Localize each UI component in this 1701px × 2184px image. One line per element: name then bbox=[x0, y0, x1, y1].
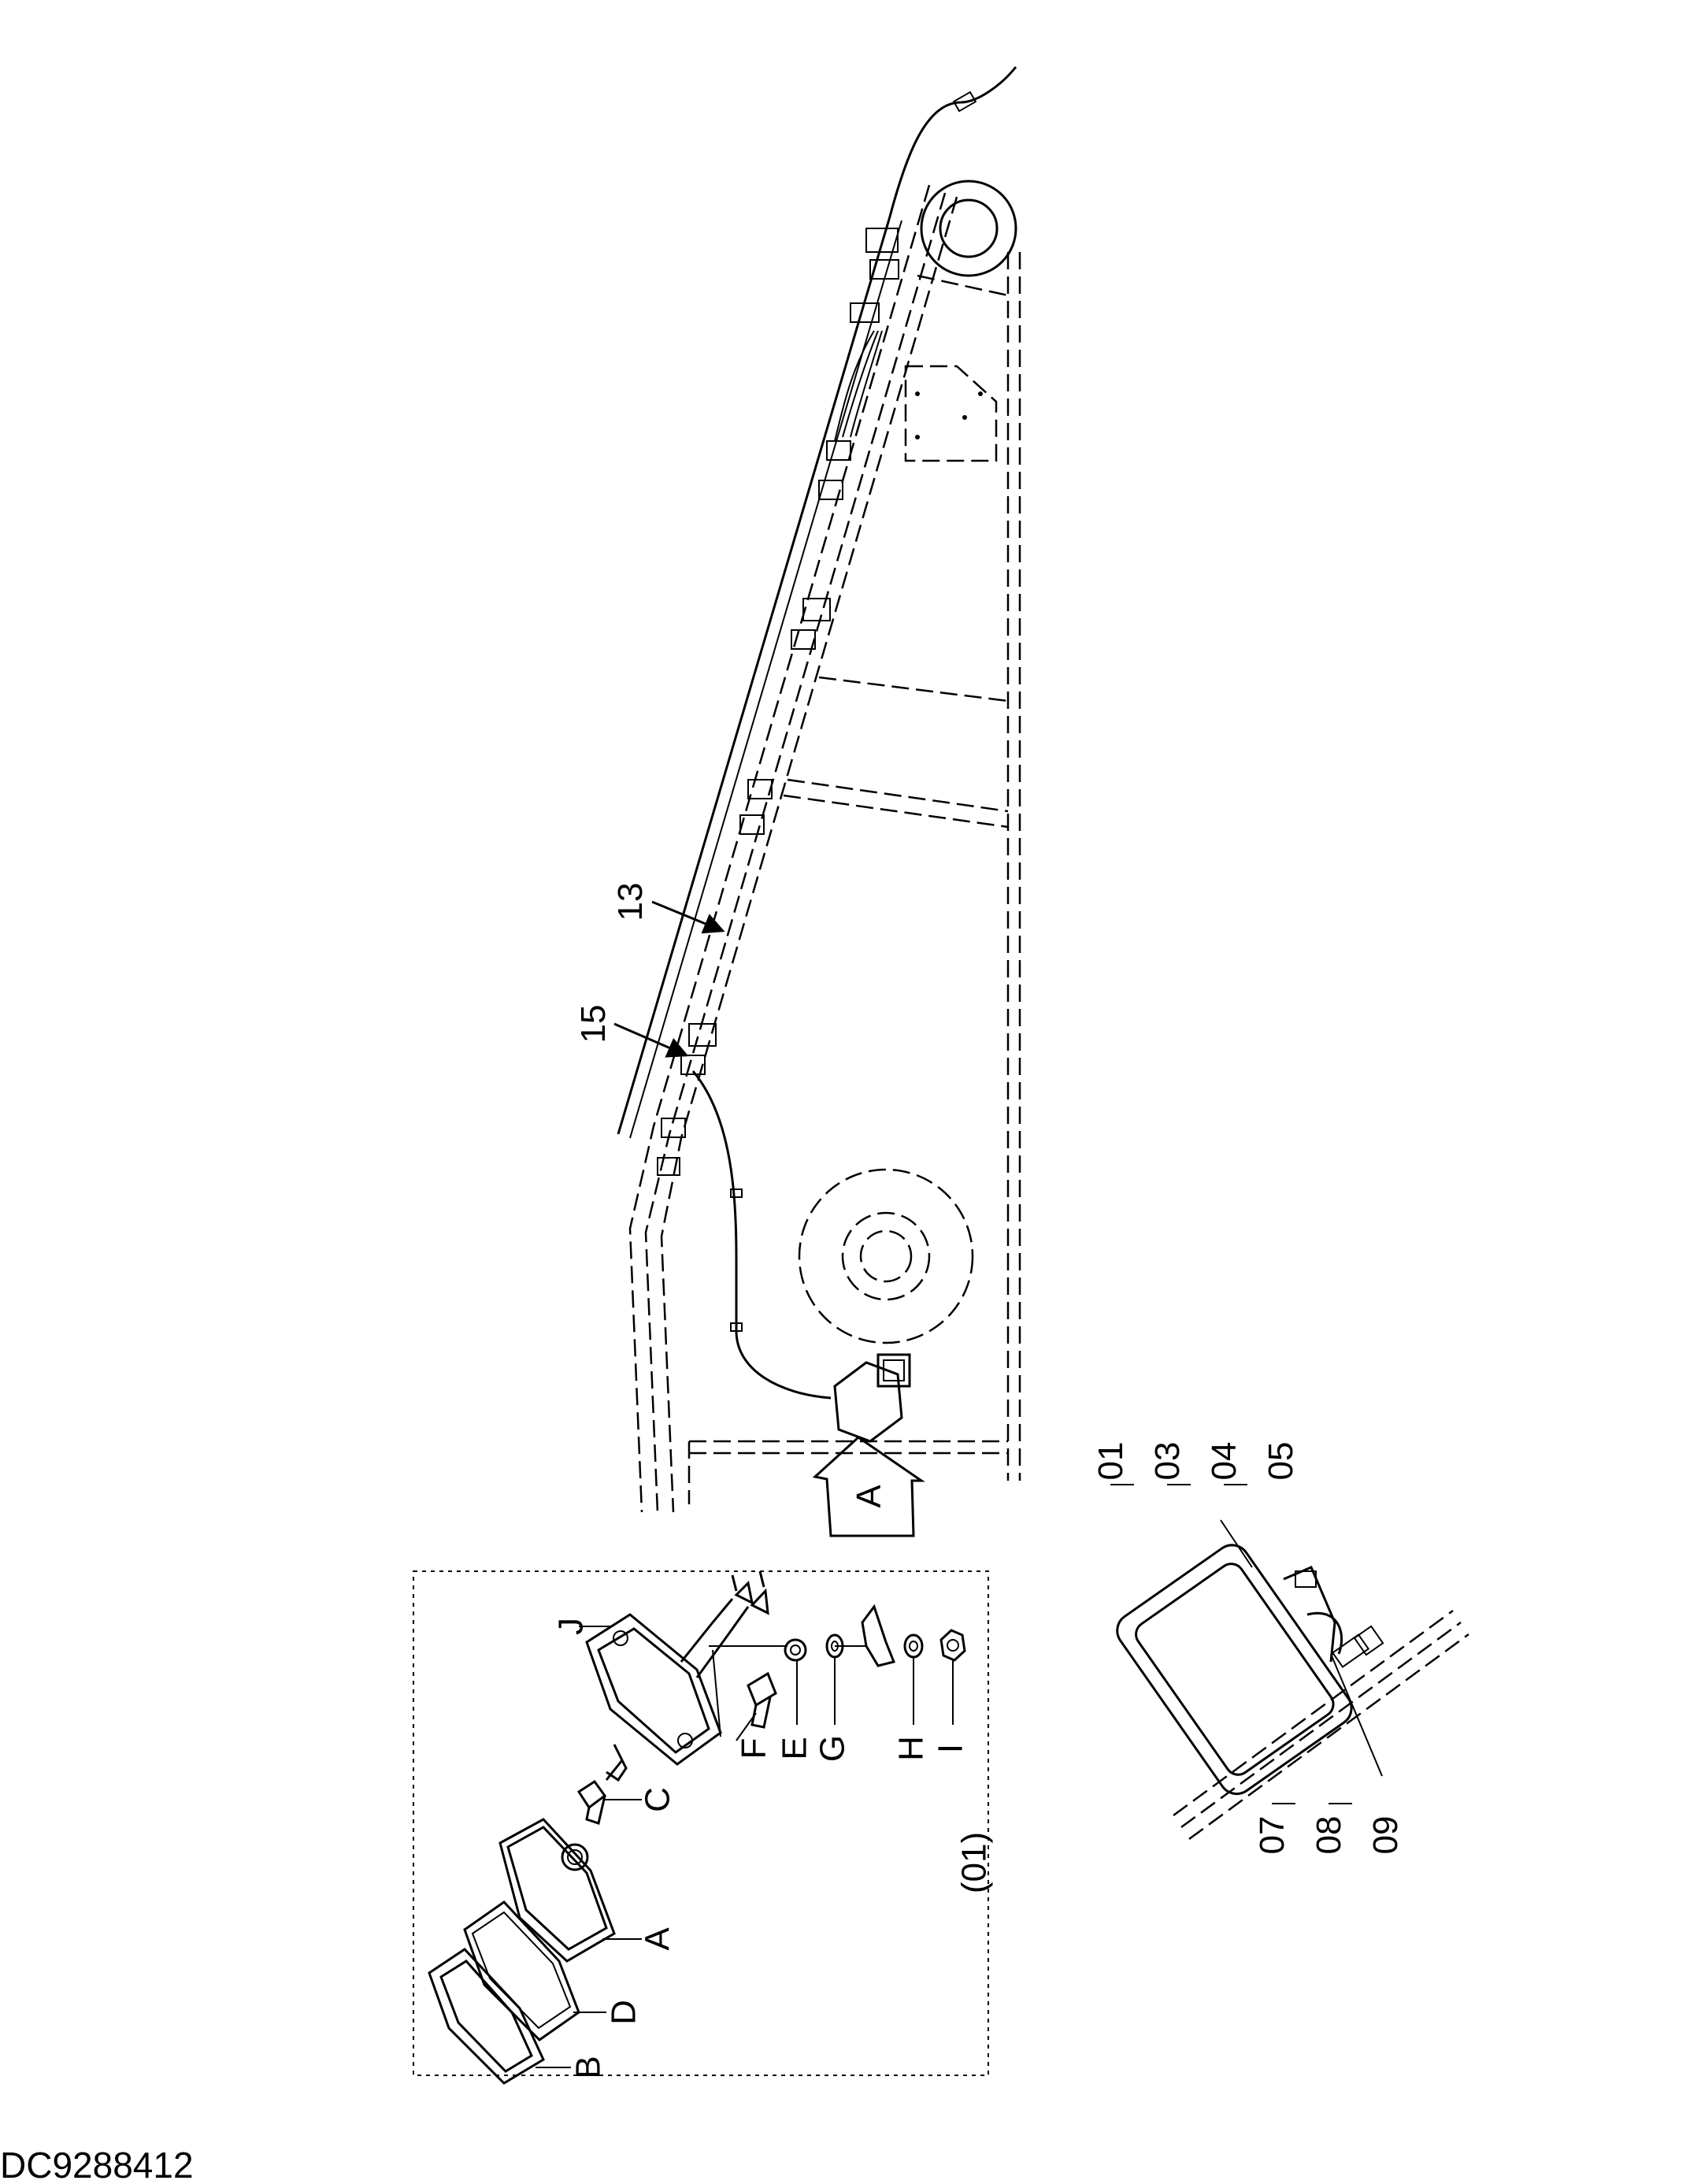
boom-upper-chord-inner bbox=[644, 192, 947, 1513]
label-b: B bbox=[569, 2056, 608, 2078]
view-a-top-labels: 01 03 04 05 bbox=[1091, 1442, 1300, 1485]
callout-15: 15 bbox=[574, 1005, 689, 1058]
part-d-gasket bbox=[463, 1900, 580, 2041]
view-a-lamp bbox=[1116, 1544, 1384, 1796]
label-04: 04 bbox=[1205, 1442, 1243, 1481]
callout-15-label: 15 bbox=[574, 1005, 613, 1044]
label-05: 05 bbox=[1262, 1442, 1300, 1481]
label-f: F bbox=[735, 1738, 773, 1759]
lamp-exploded-detail: J F E G H I C A D B (01) bbox=[413, 1570, 994, 2085]
callout-13-label: 13 bbox=[611, 883, 650, 921]
boom-upper-chord bbox=[628, 184, 931, 1513]
part-e-washer bbox=[784, 1638, 807, 1662]
boom-foot-pin bbox=[798, 1168, 974, 1344]
harness-clamps bbox=[657, 228, 899, 1176]
label-d: D bbox=[605, 2000, 643, 2025]
label-08: 08 bbox=[1310, 1816, 1348, 1855]
label-07: 07 bbox=[1253, 1816, 1292, 1855]
label-g: G bbox=[813, 1735, 852, 1762]
label-j: J bbox=[552, 1618, 591, 1635]
part-a-lens bbox=[498, 1818, 616, 1963]
part-h-washer bbox=[903, 1633, 924, 1659]
boom-assembly-view: 13 15 A bbox=[574, 66, 1021, 1537]
callout-13: 13 bbox=[611, 883, 725, 934]
boom-cross-brace bbox=[818, 676, 1009, 703]
assembly-label-01: (01) bbox=[955, 1832, 994, 1893]
label-09: 09 bbox=[1366, 1816, 1405, 1855]
work-lamp-main bbox=[833, 1353, 911, 1443]
label-c: C bbox=[639, 1787, 677, 1812]
view-a-arrow-label: A bbox=[850, 1485, 888, 1508]
view-a-bottom-labels: 07 08 09 bbox=[1253, 1803, 1405, 1855]
view-a-detail: 01 03 04 05 07 08 09 bbox=[1091, 1442, 1469, 1855]
label-03: 03 bbox=[1148, 1442, 1187, 1481]
label-h: H bbox=[892, 1736, 931, 1761]
part-c-bulb bbox=[576, 1779, 607, 1825]
part-i-nut bbox=[939, 1629, 966, 1662]
drawing-code: DC9288412 bbox=[0, 2145, 194, 2184]
part-b-frame bbox=[428, 1948, 545, 2085]
wire-harness bbox=[617, 66, 1017, 1135]
bracket bbox=[835, 1604, 896, 1667]
boom-head-pin bbox=[920, 180, 1017, 277]
lamp-branch-wire bbox=[691, 1070, 832, 1400]
label-e: E bbox=[776, 1737, 814, 1759]
view-a-arrow: A bbox=[812, 1436, 925, 1537]
label-01: 01 bbox=[1091, 1442, 1130, 1481]
label-a: A bbox=[639, 1927, 677, 1951]
label-i: I bbox=[932, 1744, 970, 1753]
boom-gusset-plate bbox=[904, 365, 998, 462]
detail-frame bbox=[413, 1570, 989, 2076]
